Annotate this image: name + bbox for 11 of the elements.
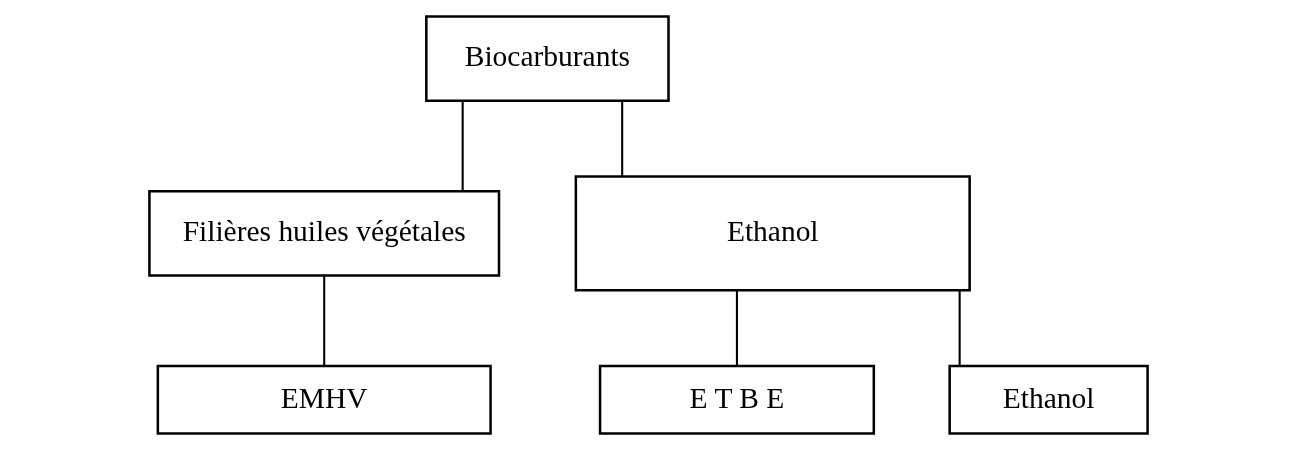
connector [461,100,464,191]
node-box: EMHV [156,364,492,435]
node-box: Ethanol [948,364,1149,435]
connector [958,290,961,366]
node-box: E T B E [598,364,876,435]
connector [621,100,624,177]
node-box: Biocarburants [425,15,670,103]
node-box: Filières huiles végétales [148,190,501,277]
connector [323,276,326,366]
connector [735,290,738,366]
node-box: Ethanol [574,175,971,292]
